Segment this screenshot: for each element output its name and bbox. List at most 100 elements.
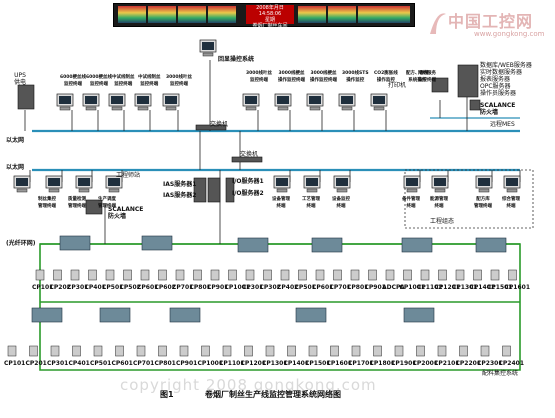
ias-server-1 <box>193 177 207 203</box>
label-printer: 打印机 <box>388 82 407 89</box>
top-station-label: 3000线叶丝 监控终端 <box>166 75 193 87</box>
logo-icon <box>430 13 446 34</box>
scalance-1 <box>469 99 481 111</box>
row2-device-13 <box>287 345 296 357</box>
plc-label-row2: CP2301 <box>477 360 503 367</box>
mid-station-3 <box>105 175 123 193</box>
plc-label-row1: CP1201 <box>434 284 461 291</box>
plc-label-row2: CP1101 <box>219 360 245 367</box>
mid-station-label: 生产调度 管理终端 <box>98 197 116 209</box>
printer <box>431 77 449 93</box>
mid-station-label: 配方库 管理终端 <box>474 197 492 209</box>
top-station-4 <box>162 93 180 111</box>
row1-device-23 <box>438 269 447 281</box>
plc-label-row1: CP601 <box>137 284 159 291</box>
top-station-6 <box>274 93 292 111</box>
video-wall: 2008年月日 14:58:06 星期 卷烟厂制丝车间 <box>113 3 415 29</box>
scalance-2 <box>85 199 103 215</box>
row1-device-0 <box>35 269 45 281</box>
top-station-label: 6000梗丝线 监控终端 <box>60 75 87 87</box>
plc-label-row1: CP302 <box>259 284 281 291</box>
plc-label-row2: CP1801 <box>369 360 396 367</box>
row2-device-0 <box>7 345 17 357</box>
row2-device-10 <box>222 345 232 357</box>
row1-device-18 <box>350 269 360 281</box>
top-station-label: CO2膨胀线 操作监控 <box>374 71 398 83</box>
plc-label-row2: CP1601 <box>326 360 353 367</box>
label-switch2: 交换机 <box>240 151 259 158</box>
row1-device-24 <box>455 269 465 281</box>
mid-station-label: 设备管理 终端 <box>272 197 290 209</box>
plc-label-row2: CP2201 <box>455 360 482 367</box>
plc-label-row1: CP701 <box>172 284 194 291</box>
row2-device-9 <box>201 345 210 357</box>
row1-device-11 <box>228 269 237 281</box>
switch-2 <box>231 156 263 163</box>
top-station-7 <box>306 93 324 111</box>
switch-1 <box>195 124 227 131</box>
row1-device-2 <box>70 269 80 281</box>
row1-device-17 <box>333 269 342 281</box>
plc-label-row1: CP602 <box>154 284 176 291</box>
display-console <box>199 39 217 57</box>
label-ias1: IAS服务器1 <box>163 181 197 188</box>
mid-station-0 <box>13 175 31 193</box>
row1-device-26 <box>490 269 500 281</box>
top-station-label: 中试线制丝 监控终端 <box>112 75 135 87</box>
plc-label-row1: CP1001 <box>399 284 426 291</box>
plc-label-row1: CP601 <box>312 284 334 291</box>
label-ias2: IAS服务器2 <box>163 192 197 199</box>
label-engineer: 工程师站 <box>116 172 141 179</box>
top-station-2 <box>108 93 126 111</box>
video-wall-caption: 2008年月日 14:58:06 星期 卷烟厂制丝车间 <box>246 5 294 29</box>
row2-device-4 <box>93 345 103 357</box>
top-station-label: 3000线梗丝 操作监控终端 <box>310 71 337 83</box>
mid-station-8 <box>431 175 449 193</box>
label-fiber: (光纤环网) <box>6 240 36 247</box>
plc-label-row1: CP501 <box>102 284 124 291</box>
plc-label-row1: CP1501 <box>487 284 513 291</box>
row2-device-21 <box>459 345 468 357</box>
row2-device-14 <box>308 345 318 357</box>
row1-device-16 <box>315 269 325 281</box>
plc-label-row1: ADCPA <box>382 284 405 291</box>
plc-label-row2: CP2101 <box>434 360 460 367</box>
label-switch1: 交换机 <box>210 121 229 128</box>
row2-device-7 <box>158 345 167 357</box>
row2-device-15 <box>330 345 339 357</box>
plc-label-row1: CP301 <box>67 284 89 291</box>
plc-label-row2: CP1401 <box>283 360 310 367</box>
ups-unit <box>17 84 35 110</box>
plc-label-row1: CP502 <box>119 284 141 291</box>
label-net2: 以太网 <box>6 164 25 171</box>
ias-server-2 <box>207 177 221 203</box>
plc-rack-7 <box>99 307 131 323</box>
plc-rack-10 <box>403 307 435 323</box>
row2-device-20 <box>437 345 447 357</box>
row1-device-6 <box>140 269 150 281</box>
fiber-ring-outer <box>39 243 521 371</box>
logo-text: 中国工控网 <box>448 12 534 31</box>
mid-station-label: 设备监控 终端 <box>332 197 350 209</box>
label-remote: 远程MES <box>490 121 515 128</box>
mid-station-label: 质量检测 管理终端 <box>68 197 86 209</box>
plc-label-row1: CP402 <box>277 284 299 291</box>
top-station-label: 3000线STS 操作监控 <box>342 71 369 83</box>
row2-device-23 <box>502 345 511 357</box>
figure-title: 卷烟厂制丝生产线监控管理系统网络图 <box>205 390 341 399</box>
label-io1: I/O服务器1 <box>232 178 264 185</box>
plc-label-row1: CP1102 <box>417 284 443 291</box>
mid-station-4 <box>273 175 291 193</box>
plc-label-row2: CP601 <box>111 360 133 367</box>
label-scalance1: SCALANCE 防火墙 <box>480 102 516 116</box>
top-station-3 <box>134 93 152 111</box>
mid-station-label: 工艺管理 终端 <box>302 197 320 209</box>
row2-device-8 <box>179 345 189 357</box>
row1-device-4 <box>105 269 115 281</box>
row1-device-8 <box>175 269 185 281</box>
label-server: 数据库/WEB服务器 实时数据服务器 报表服务器 OPC服务器 操作员服务器 <box>480 62 532 97</box>
row2-device-1 <box>29 345 38 357</box>
plc-label-row2: CP901 <box>176 360 198 367</box>
